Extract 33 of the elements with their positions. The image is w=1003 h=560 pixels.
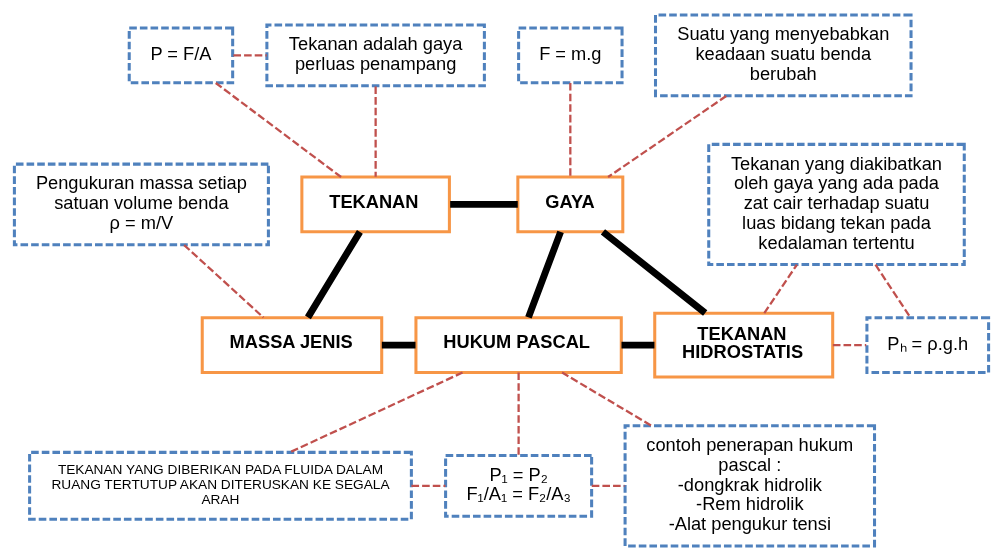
node-box: Pengukuran massa setiap satuan volume benda ρ = m/V xyxy=(12,162,270,246)
connector xyxy=(289,371,463,453)
connector xyxy=(381,341,416,349)
connector xyxy=(215,81,342,178)
connector xyxy=(569,82,572,177)
connector xyxy=(183,243,265,318)
connector xyxy=(525,230,564,319)
node-box: HUKUM PASCAL xyxy=(414,315,623,374)
node-box: MASSA JENIS xyxy=(200,315,384,374)
connector xyxy=(233,53,267,57)
connector xyxy=(411,484,446,487)
connector xyxy=(561,371,652,427)
connector xyxy=(874,263,912,318)
node-box: Tekanan adalah gaya perluas penampang xyxy=(265,22,486,87)
node-box: TEKANAN HIDROSTATIS xyxy=(653,311,835,379)
connector xyxy=(517,372,520,455)
node-box: Suatu yang menyebabkan keadaan suatu benda berubah xyxy=(654,13,913,97)
node-box: contoh penerapan hukum pascal : -dongkrak hidrolik -Rem hidrolik -Alat pengukur tensi xyxy=(623,423,877,547)
node-box: TEKANAN xyxy=(300,175,451,233)
connector xyxy=(374,85,377,177)
node-box: GAYA xyxy=(516,175,625,233)
node-box: Pₕ = ρ.g.h xyxy=(865,315,991,374)
node-box: P₁ = P₂ F₁/A₁ = F₂/A₃ xyxy=(444,453,594,518)
node-box: TEKANAN YANG DIBERIKAN PADA FLUIDA DALAM RUANG TERTUTUP AKAN DITERUSKAN KE SEGALA ARAH xyxy=(28,450,413,521)
connector xyxy=(621,341,655,349)
node-box: P = F/A xyxy=(127,26,235,84)
connector xyxy=(832,343,867,346)
connector xyxy=(305,229,363,319)
connector xyxy=(600,228,708,316)
node-box: F = m.g xyxy=(517,26,624,84)
connector xyxy=(763,263,798,314)
node-box: Tekanan yang diakibatkan oleh gaya yang ada pada zat cair terhadap suatu luas bidang tekan pada kedalaman tertentu xyxy=(707,142,966,266)
connector xyxy=(607,94,727,178)
